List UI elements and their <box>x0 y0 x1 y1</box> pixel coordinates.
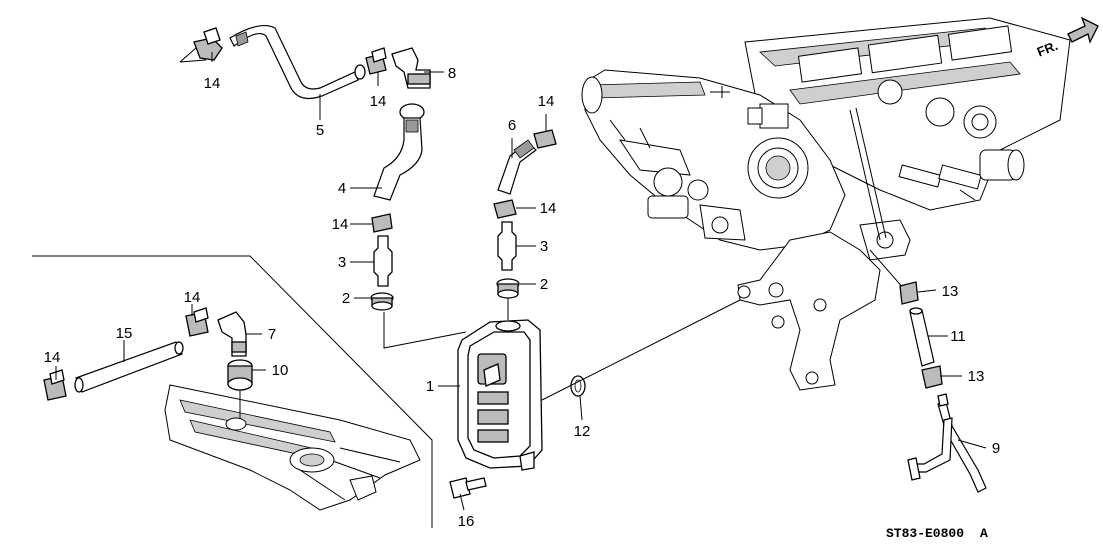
callout-7: 7 <box>268 326 276 343</box>
pcv-hose-5 <box>229 25 366 99</box>
grommet-10 <box>227 359 253 391</box>
hose-clip-14d <box>533 129 557 149</box>
hose-clip-13b <box>921 365 943 389</box>
callout-8: 8 <box>448 65 456 82</box>
drawing-revision: A <box>980 526 988 541</box>
hose-clip-14g <box>43 369 67 401</box>
callout-16: 16 <box>458 513 475 530</box>
hose-clip-14b <box>365 47 387 75</box>
breather-chamber-1 <box>457 319 543 471</box>
water-pipe-9 <box>907 393 987 493</box>
grommet-2b <box>496 278 520 299</box>
callout-4: 4 <box>338 180 346 197</box>
pcv-hose-4 <box>373 103 425 201</box>
callout-1: 1 <box>426 378 434 395</box>
hose-clip-14a <box>193 27 223 61</box>
breather-hose-6 <box>497 139 537 195</box>
pcv-connector-3a <box>373 235 393 287</box>
callout-3: 3 <box>540 238 548 255</box>
callout-9: 9 <box>992 440 1000 457</box>
pcv-connector-3b <box>497 221 517 271</box>
callout-14: 14 <box>184 289 201 306</box>
breather-elbow-7 <box>217 311 247 357</box>
callout-5: 5 <box>316 122 324 139</box>
hose-clip-14c <box>371 213 393 233</box>
callout-14: 14 <box>370 93 387 110</box>
drawing-code: ST83-E0800 <box>886 526 964 541</box>
callout-13: 13 <box>942 283 959 300</box>
callout-3: 3 <box>338 254 346 271</box>
engine-intake-assembly <box>581 17 1071 391</box>
callout-10: 10 <box>272 362 289 379</box>
water-hose-11 <box>909 307 935 367</box>
callout-2: 2 <box>540 276 548 293</box>
callout-13: 13 <box>968 368 985 385</box>
flange-bolt-16 <box>449 477 487 499</box>
callout-labels: 14 5 14 8 4 14 3 2 6 14 14 3 2 14 15 7 1… <box>44 65 1001 530</box>
callout-15: 15 <box>116 325 133 342</box>
pcv-elbow-8 <box>391 47 431 89</box>
callout-2: 2 <box>342 290 350 307</box>
front-direction-label: FR. <box>1035 38 1060 60</box>
callout-14: 14 <box>44 349 61 366</box>
callout-12: 12 <box>574 423 591 440</box>
callout-11: 11 <box>950 328 966 345</box>
hose-clip-13a <box>899 281 919 305</box>
hose-clip-14e <box>493 199 517 219</box>
hose-clip-14f <box>185 307 209 337</box>
callout-14: 14 <box>204 75 221 92</box>
front-direction-indicator: FR. <box>1035 16 1099 60</box>
callout-14: 14 <box>332 216 349 233</box>
callout-14: 14 <box>540 200 557 217</box>
callout-6: 6 <box>508 117 516 134</box>
valve-cover-assembly <box>32 255 433 528</box>
grommet-2a <box>370 292 394 311</box>
leader-lines <box>55 47 987 511</box>
breather-tube-15 <box>74 341 184 393</box>
front-arrow-icon <box>1067 16 1099 44</box>
drawing-code-block: ST83-E0800 A <box>886 526 988 541</box>
callout-14: 14 <box>538 93 555 110</box>
